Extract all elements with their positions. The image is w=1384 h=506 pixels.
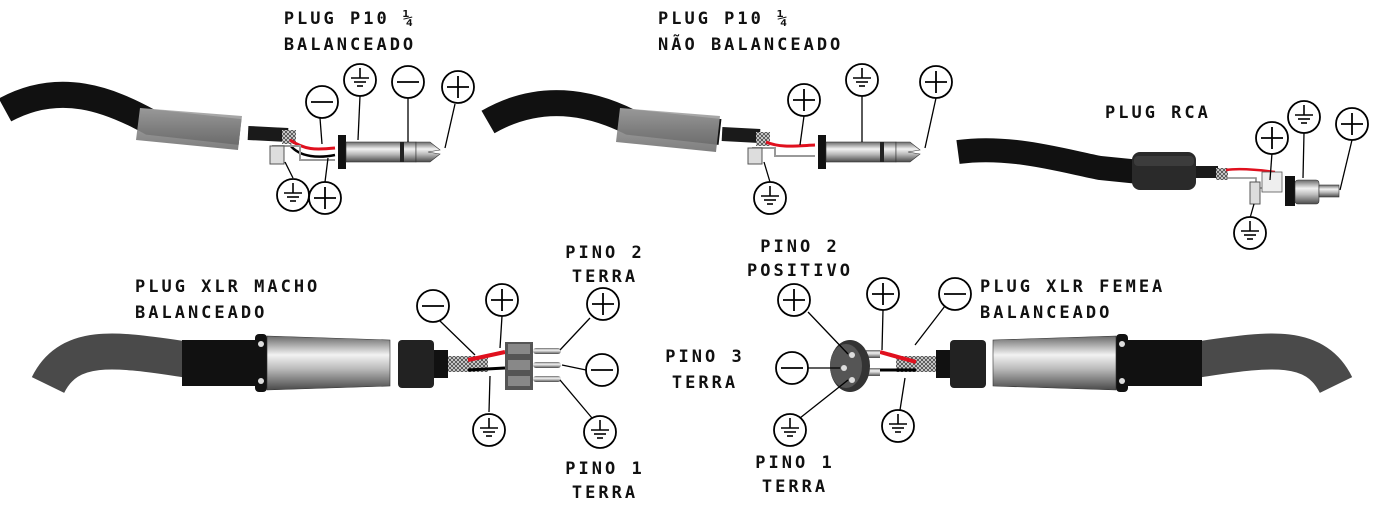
- ground-symbol-icon: [773, 413, 807, 447]
- female-pin1-role: TERRA: [761, 477, 829, 497]
- negative-symbol-icon: [775, 351, 809, 385]
- xlr-male-plug: [31, 333, 561, 394]
- xlr-female-subtitle: BALANCEADO: [980, 303, 1113, 323]
- female-pin2-role: POSITIVO: [747, 261, 853, 281]
- ground-symbol-icon: [881, 409, 915, 443]
- p10-unbalanced-plug: [481, 90, 921, 169]
- p10-balanced-plug: [0, 81, 441, 169]
- ground-symbol-icon: [276, 178, 310, 212]
- xlr-female-title: PLUG XLR FEMEA: [980, 277, 1166, 297]
- positive-symbol-icon: [441, 70, 475, 104]
- ground-symbol-icon: [1287, 100, 1321, 134]
- male-pin1-label: PINO 1: [565, 459, 645, 479]
- positive-symbol-icon: [485, 283, 519, 317]
- rca-plug: [956, 138, 1340, 206]
- xlr-female-plug: [830, 333, 1353, 394]
- negative-symbol-icon: [391, 65, 425, 99]
- negative-symbol-icon: [416, 289, 450, 323]
- positive-symbol-icon: [586, 287, 620, 321]
- positive-symbol-icon: [308, 181, 342, 215]
- ground-symbol-icon: [845, 63, 879, 97]
- p10-balanced-title: PLUG P10 ¼: [283, 9, 417, 29]
- female-pin1-label: PINO 1: [755, 453, 835, 473]
- male-pin1-role: TERRA: [571, 483, 639, 503]
- negative-symbol-icon: [938, 277, 972, 311]
- positive-symbol-icon: [866, 277, 900, 311]
- p10-unbalanced-title: PLUG P10 ¼: [658, 9, 791, 29]
- ground-symbol-icon: [1233, 216, 1267, 250]
- p10-balanced-subtitle: BALANCEADO: [283, 35, 417, 55]
- positive-symbol-icon: [787, 83, 821, 117]
- p10-unbalanced-subtitle: NÃO BALANCEADO: [658, 35, 844, 55]
- ground-symbol-icon: [753, 181, 787, 215]
- female-pin3-role: TERRA: [671, 373, 739, 393]
- rca-title: PLUG RCA: [1105, 103, 1211, 123]
- positive-symbol-icon: [777, 283, 811, 317]
- ground-symbol-icon: [583, 415, 617, 449]
- xlr-male-title: PLUG XLR MACHO: [135, 277, 321, 297]
- ground-symbol-icon: [472, 413, 506, 447]
- xlr-male-subtitle: BALANCEADO: [135, 303, 268, 323]
- positive-symbol-icon: [1335, 107, 1369, 141]
- female-pin3-label: PINO 3: [665, 347, 745, 367]
- male-pin2-role: TERRA: [571, 267, 639, 287]
- female-pin2-label: PINO 2: [760, 237, 840, 257]
- male-pin2-label: PINO 2: [565, 243, 645, 263]
- negative-symbol-icon: [585, 353, 619, 387]
- negative-symbol-icon: [305, 85, 339, 119]
- positive-symbol-icon: [1255, 121, 1289, 155]
- ground-symbol-icon: [343, 63, 377, 97]
- positive-symbol-icon: [919, 65, 953, 99]
